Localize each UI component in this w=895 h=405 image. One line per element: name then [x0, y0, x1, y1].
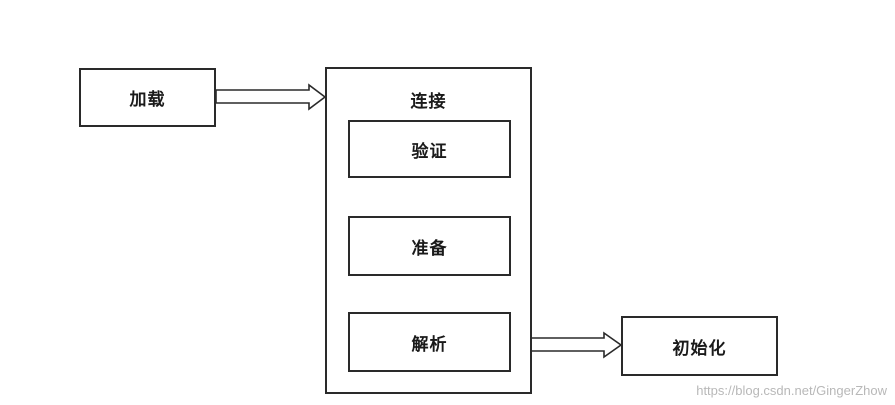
arrow-load-to-link	[215, 83, 327, 111]
node-prepare-label: 准备	[411, 238, 448, 259]
node-initialize-label: 初始化	[672, 338, 727, 359]
node-verify: 验证	[348, 120, 511, 178]
node-load: 加载	[79, 68, 216, 127]
node-prepare: 准备	[348, 216, 511, 276]
node-load-label: 加载	[129, 90, 166, 110]
node-resolve-label: 解析	[411, 334, 448, 355]
node-resolve: 解析	[348, 312, 511, 372]
node-verify-label: 验证	[411, 141, 448, 162]
watermark-text: https://blog.csdn.net/GingerZhow	[696, 383, 887, 398]
node-initialize: 初始化	[621, 316, 778, 376]
node-link-label: 连接	[410, 92, 447, 112]
